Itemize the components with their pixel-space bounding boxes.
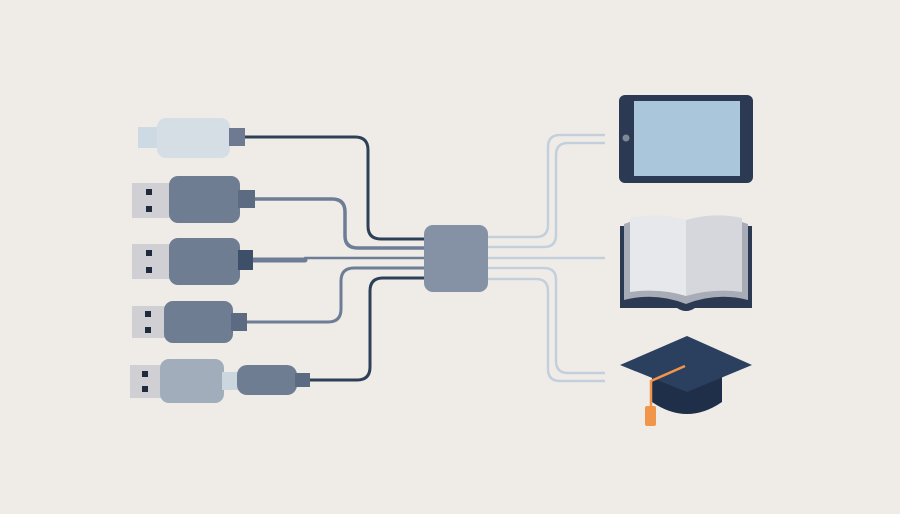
usb-plug-icon xyxy=(130,359,310,403)
out-cable-cap-1 xyxy=(488,266,605,375)
cable-4 xyxy=(245,266,426,324)
usb-plug-icon xyxy=(138,118,245,158)
open-book-icon xyxy=(620,215,752,311)
tassel-cord xyxy=(649,364,686,408)
tassel xyxy=(645,406,656,426)
graduation-cap-icon xyxy=(620,336,752,426)
usb-plug-icon xyxy=(132,176,255,223)
usb-plug-icon xyxy=(132,238,253,285)
out-cable-cap-2 xyxy=(488,277,605,383)
out-cable-tablet-1 xyxy=(488,133,605,239)
input-cables xyxy=(243,135,426,382)
out-cable-tablet-2 xyxy=(488,141,605,249)
cable-1 xyxy=(243,135,426,241)
cable-5 xyxy=(308,276,426,382)
cable-2 xyxy=(253,197,426,250)
tablet-icon xyxy=(619,95,753,183)
hub-icon xyxy=(424,225,488,292)
output-cables xyxy=(488,133,605,383)
usb-plug-icon xyxy=(132,301,247,343)
